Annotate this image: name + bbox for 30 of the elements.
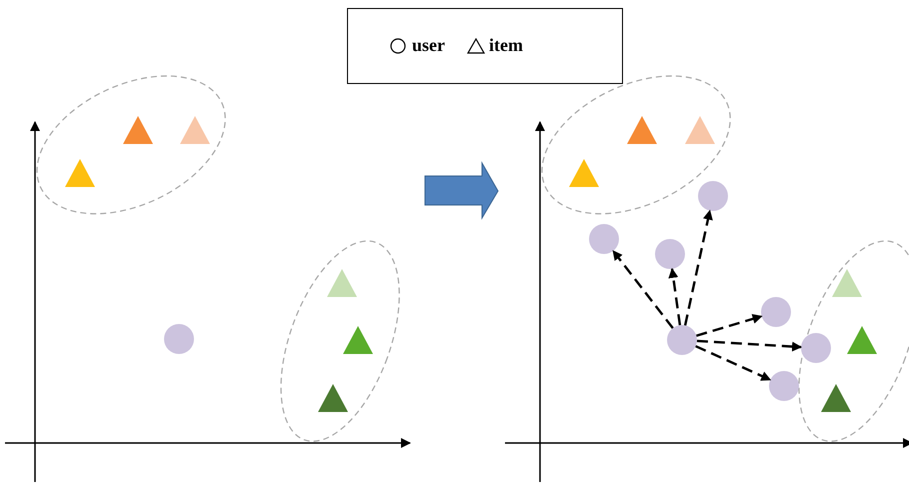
user-circle bbox=[667, 325, 697, 355]
dashed-arrow bbox=[696, 314, 763, 337]
dashed-arrow bbox=[612, 250, 674, 329]
cluster-ellipse bbox=[280, 240, 400, 442]
cluster-ellipse bbox=[542, 76, 730, 214]
item-triangle bbox=[568, 158, 599, 187]
item-triangle bbox=[846, 326, 877, 354]
user-circle bbox=[164, 324, 194, 354]
user-circle bbox=[589, 224, 619, 254]
dashed-arrow bbox=[695, 345, 772, 381]
legend-label: item bbox=[489, 35, 523, 55]
dashed-arrow bbox=[696, 340, 802, 352]
item-triangle bbox=[684, 116, 715, 144]
dashed-arrow bbox=[684, 210, 713, 326]
item-triangle bbox=[326, 268, 357, 297]
dashed-arrow bbox=[668, 268, 682, 326]
user-circle bbox=[769, 371, 799, 401]
user-circle bbox=[655, 239, 685, 269]
legend-label: user bbox=[412, 35, 445, 55]
user-circle bbox=[761, 297, 791, 327]
user-circle bbox=[698, 181, 728, 211]
item-triangle bbox=[122, 116, 153, 144]
cluster-ellipse bbox=[36, 76, 226, 214]
item-triangle bbox=[832, 268, 862, 297]
item-triangle bbox=[342, 326, 373, 354]
item-triangle bbox=[626, 116, 657, 144]
item-triangle bbox=[318, 384, 348, 412]
item-triangle bbox=[820, 384, 851, 412]
item-triangle bbox=[180, 116, 210, 144]
item-triangle bbox=[64, 158, 95, 187]
